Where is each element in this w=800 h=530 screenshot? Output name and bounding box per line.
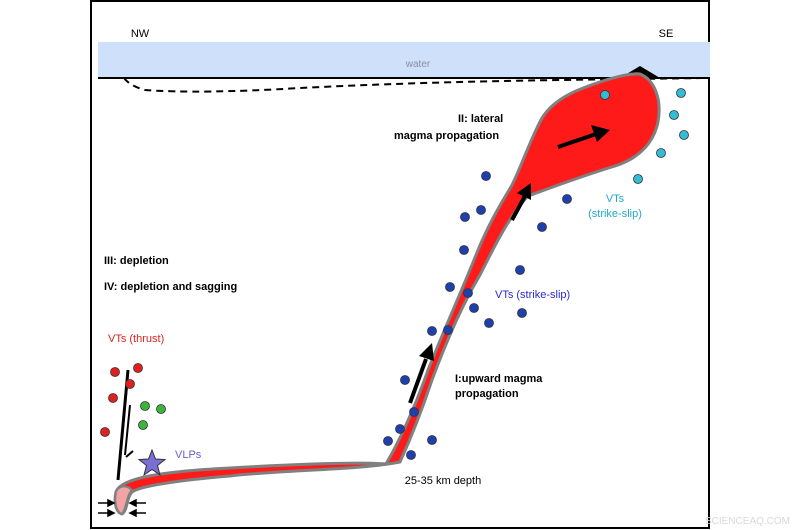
vt-dark-event [443, 325, 453, 335]
vt-cyan-event [679, 130, 689, 140]
vt-dark-event [406, 450, 416, 460]
stage-lateral-line2: magma propagation [394, 130, 499, 142]
thrust-event [108, 393, 118, 403]
thrust-event [133, 363, 143, 373]
magma-source-tip [114, 485, 134, 516]
fault-slip-indicator [125, 450, 134, 458]
vt-dark-event [562, 194, 572, 204]
compression-arrows [98, 498, 146, 518]
water-label: water [405, 59, 431, 70]
vt-dark-event [383, 436, 393, 446]
label-vts-thrust: VTs (thrust) [108, 333, 164, 345]
compass-se: SE [659, 28, 674, 40]
vt-dark-event [463, 288, 473, 298]
compass-nw: NW [131, 28, 150, 40]
vt-cyan-event [676, 88, 686, 98]
seismic-events [100, 88, 689, 460]
label-vts-top-line1: VTs [606, 193, 625, 205]
vlp-green-event [140, 401, 150, 411]
vt-dark-event [427, 326, 437, 336]
thrust-fault-long [116, 369, 130, 481]
vt-dark-event [409, 407, 419, 417]
vlp-green-event [138, 420, 148, 430]
watermark: SCIENCEAQ.COM [705, 516, 790, 527]
vt-dark-event [427, 435, 437, 445]
vt-dark-event [400, 375, 410, 385]
stage-upward-line1: I:upward magma [455, 373, 543, 385]
upward-arrow-upper [510, 183, 531, 221]
vt-dark-event [517, 308, 527, 318]
vt-cyan-event [656, 148, 666, 158]
vt-dark-event [469, 303, 479, 313]
vlp-star-icon [137, 448, 167, 477]
lateral-propagation-arrow [557, 125, 610, 149]
thrust-event [125, 379, 135, 389]
vt-dark-event [537, 222, 547, 232]
vt-cyan-event [669, 110, 679, 120]
thrust-event [100, 427, 110, 437]
sagging-floor-dashed [123, 77, 706, 93]
stage-sagging: IV: depletion and sagging [104, 281, 237, 293]
stage-depletion: III: depletion [104, 255, 169, 267]
label-depth: 25-35 km depth [405, 475, 481, 487]
stage-upward-line2: propagation [455, 388, 519, 400]
vlp-green-event [156, 404, 166, 414]
vt-cyan-event [633, 174, 643, 184]
water-layer [98, 42, 710, 78]
vt-dark-event [459, 245, 469, 255]
thrust-fault-short [124, 404, 131, 456]
label-vlps: VLPs [175, 449, 202, 461]
upward-arrow-lower [408, 343, 434, 404]
label-vts-strike-slip-mid: VTs (strike-slip) [495, 289, 570, 301]
vt-dark-event [481, 171, 491, 181]
vt-dark-event [484, 318, 494, 328]
vt-dark-event [445, 282, 455, 292]
stage-lateral-line1: II: lateral [458, 113, 503, 125]
vt-dark-event [515, 265, 525, 275]
vt-cyan-event [600, 90, 610, 100]
vt-dark-event [476, 205, 486, 215]
vt-dark-event [460, 212, 470, 222]
vt-dark-event [395, 424, 405, 434]
thrust-event [110, 367, 120, 377]
label-vts-top-line2: (strike-slip) [588, 208, 642, 220]
